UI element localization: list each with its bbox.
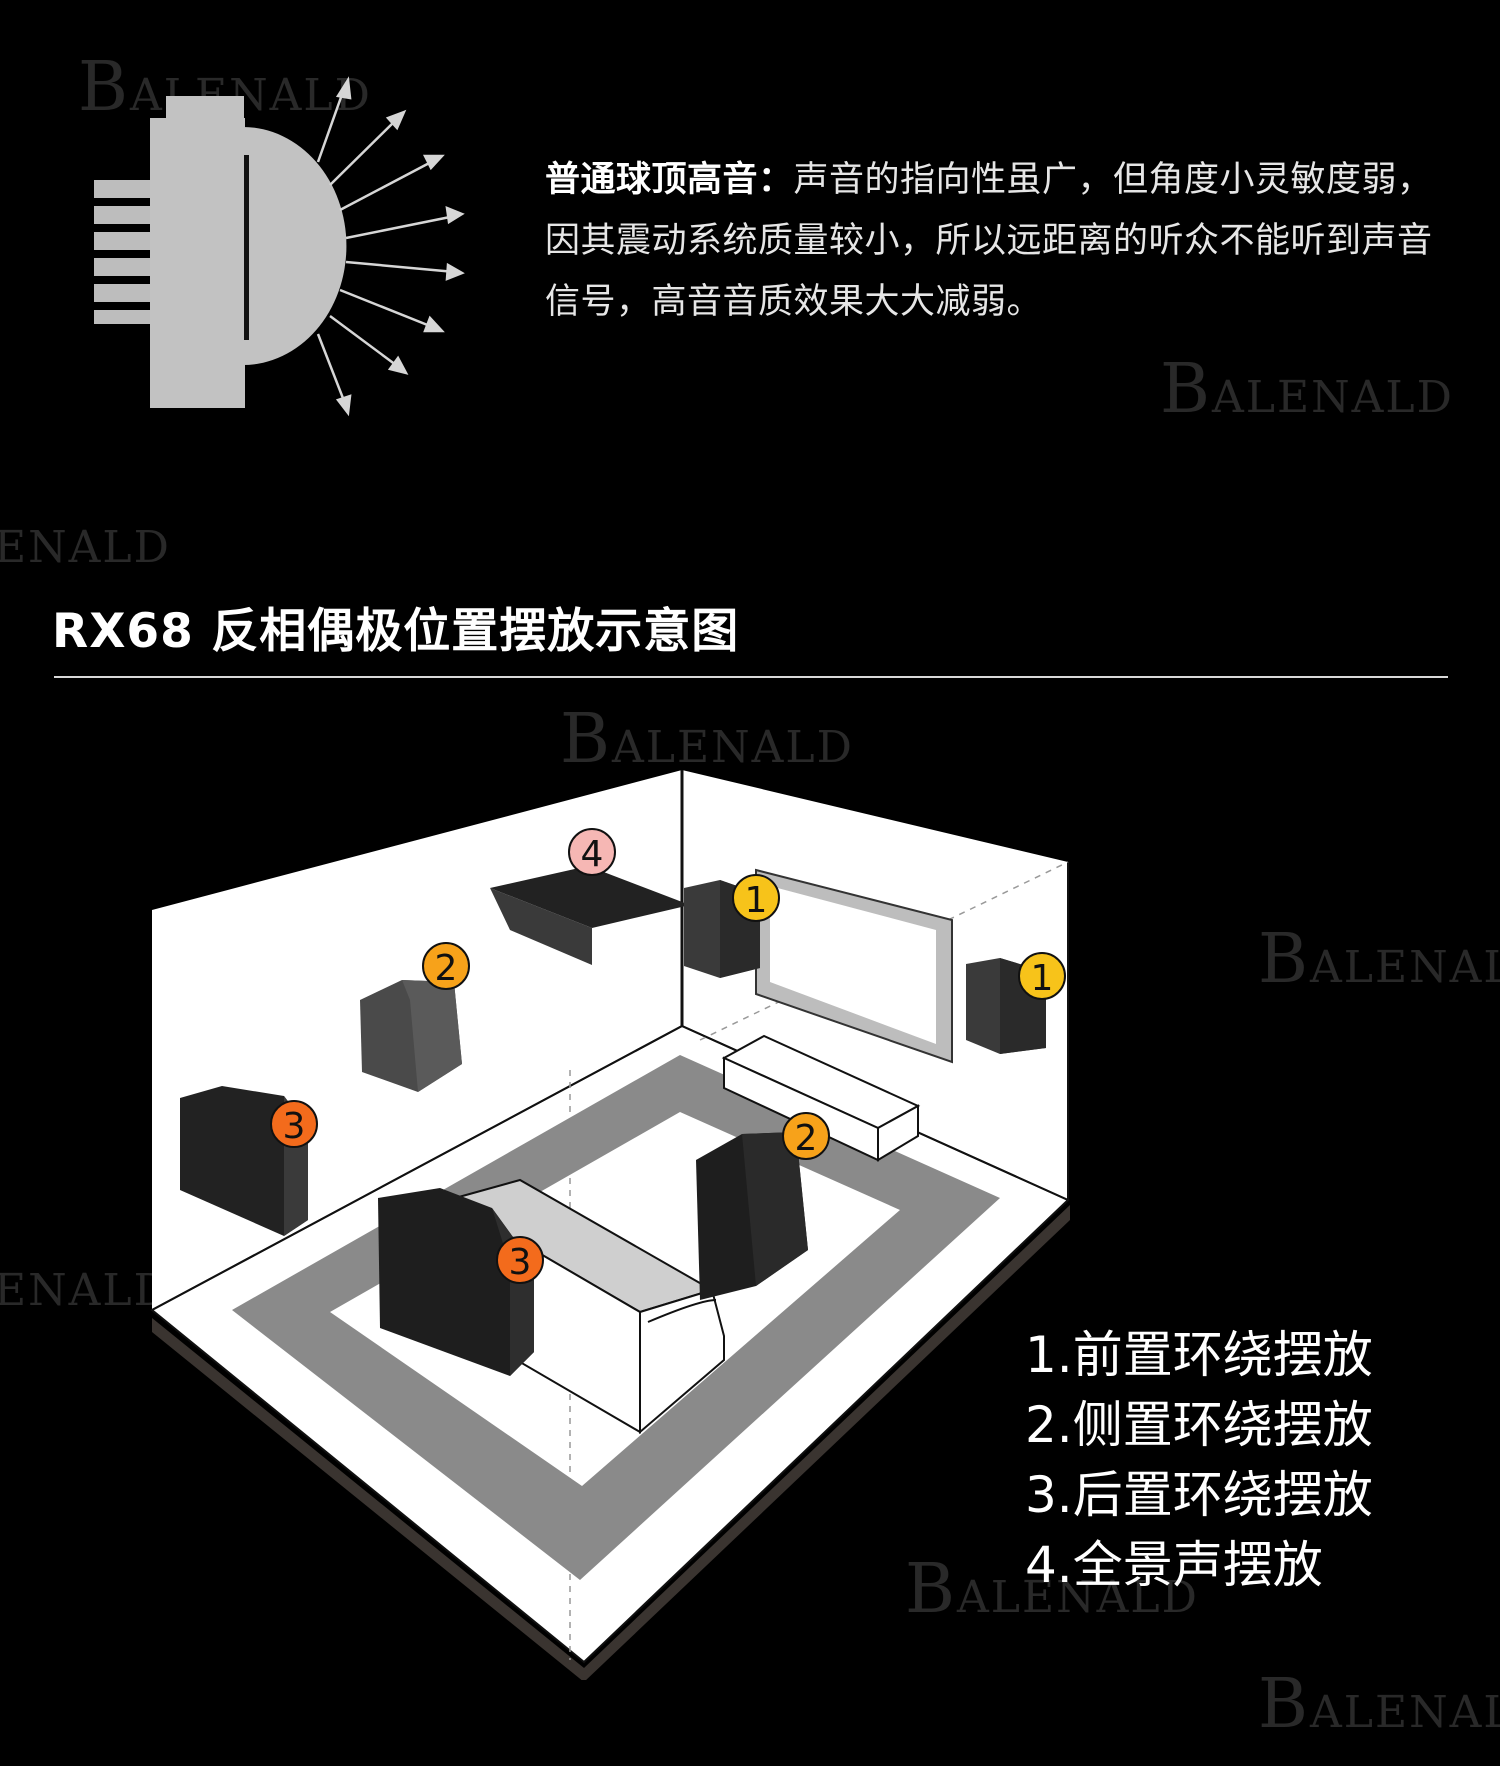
room-placement-diagram: 1 1 2 2 3 3 4 <box>150 770 1070 1680</box>
title-divider <box>54 676 1448 678</box>
marker-front-left: 1 <box>732 874 780 922</box>
tweeter-body <box>94 96 347 408</box>
marker-front-right: 1 <box>1018 952 1066 1000</box>
watermark: BALENALD <box>1258 1665 1500 1744</box>
marker-rear-right: 3 <box>496 1236 544 1284</box>
watermark: BALENALD <box>1258 920 1500 999</box>
watermark: ENALD <box>0 522 171 573</box>
svg-text:3: 3 <box>509 1242 532 1283</box>
rear-speaker-right <box>378 1188 534 1376</box>
svg-text:2: 2 <box>795 1118 818 1159</box>
placement-legend: 1.前置环绕摆放 2.侧置环绕摆放 3.后置环绕摆放 4.全景声摆放 <box>1025 1320 1373 1600</box>
section-title: RX68 反相偶极位置摆放示意图 <box>52 604 740 659</box>
legend-item-atmos: 4.全景声摆放 <box>1025 1536 1323 1594</box>
svg-text:4: 4 <box>581 834 604 875</box>
watermark: BALENALD <box>1160 350 1454 429</box>
legend-item-front: 1.前置环绕摆放 <box>1025 1326 1373 1384</box>
marker-atmos: 4 <box>568 828 616 876</box>
tv-console <box>721 1034 921 1162</box>
rug <box>232 1055 1000 1580</box>
svg-text:1: 1 <box>745 880 768 921</box>
marker-side-right: 2 <box>782 1112 830 1160</box>
sound-direction-arrows <box>316 76 465 417</box>
tweeter-description-body: 声音的指向性虽广，但角度小灵敏度弱，因其震动系统质量较小，所以远距离的听众不能听… <box>545 160 1433 322</box>
marker-side-left: 2 <box>422 942 470 990</box>
dome-tweeter-illustration <box>94 76 465 417</box>
projection-screen <box>755 868 953 1064</box>
svg-text:3: 3 <box>283 1106 306 1147</box>
atmos-speaker <box>490 866 690 965</box>
tweeter-description: 普通球顶高音：声音的指向性虽广，但角度小灵敏度弱，因其震动系统质量较小，所以远距… <box>545 150 1445 333</box>
svg-text:1: 1 <box>1031 958 1054 999</box>
tweeter-description-lead: 普通球顶高音： <box>545 160 794 200</box>
legend-item-rear: 3.后置环绕摆放 <box>1025 1466 1373 1524</box>
side-speaker-left <box>360 980 462 1092</box>
marker-rear-left: 3 <box>270 1100 318 1148</box>
legend-item-side: 2.侧置环绕摆放 <box>1025 1396 1373 1454</box>
side-speaker-right <box>696 1132 808 1300</box>
svg-text:2: 2 <box>435 948 458 989</box>
